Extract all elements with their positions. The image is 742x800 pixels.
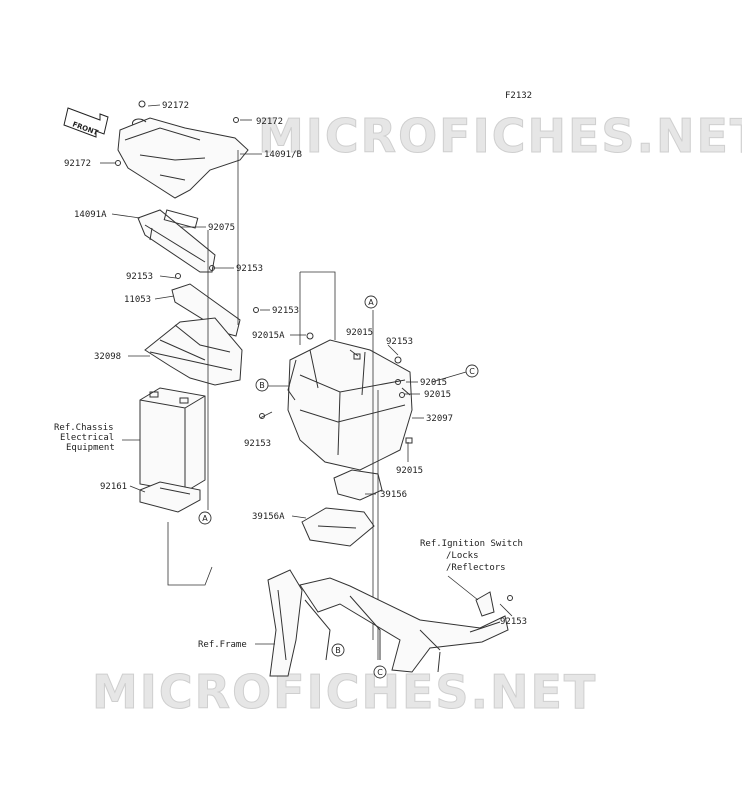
tray-32098 bbox=[144, 317, 243, 386]
ref-ignition-line2: /Locks bbox=[446, 551, 479, 561]
label-11053: 11053 bbox=[124, 295, 151, 305]
pad-39156 bbox=[333, 469, 383, 501]
callout-b-top bbox=[255, 378, 269, 392]
watermark-top: MICROFICHES.NET bbox=[258, 109, 742, 163]
label-92075: 92075 bbox=[208, 223, 235, 233]
frame bbox=[267, 569, 509, 677]
callout-a-top-text: A bbox=[368, 298, 374, 307]
label-32098: 32098 bbox=[94, 352, 121, 362]
label-92015-c: 92015 bbox=[424, 390, 451, 400]
callout-c-bottom bbox=[373, 665, 387, 679]
pad-39156a bbox=[301, 507, 375, 547]
callout-a-top bbox=[364, 295, 378, 309]
fastener-92153-frame bbox=[507, 595, 513, 601]
cover-14091b bbox=[117, 117, 249, 199]
label-92015-d: 92015 bbox=[396, 466, 423, 476]
label-92153-e: 92153 bbox=[244, 439, 271, 449]
bracket-14091a bbox=[137, 209, 216, 273]
label-32097: 32097 bbox=[426, 414, 453, 424]
ref-chassis-line1: Ref.Chassis bbox=[54, 423, 114, 433]
label-92015a: 92015A bbox=[252, 331, 285, 341]
label-92153-b: 92153 bbox=[126, 272, 153, 282]
callout-a-left bbox=[198, 511, 212, 525]
label-14091a: 14091A bbox=[74, 210, 107, 220]
assembly-line bbox=[167, 522, 213, 586]
label-92015-b: 92015 bbox=[420, 378, 447, 388]
ref-ignition-line1: Ref.Ignition Switch bbox=[420, 539, 523, 549]
callout-b-top-text: B bbox=[259, 381, 265, 390]
ref-frame: Ref.Frame bbox=[198, 640, 247, 650]
callout-b-bottom bbox=[331, 643, 345, 657]
fasteners-center bbox=[259, 353, 413, 444]
bracket-11053 bbox=[171, 283, 241, 337]
label-39156: 39156 bbox=[380, 490, 407, 500]
callout-c-bottom-text: C bbox=[377, 668, 383, 677]
callout-c-top-text: C bbox=[469, 367, 475, 376]
label-92172-left: 92172 bbox=[64, 159, 91, 169]
ref-chassis-line2: Electrical bbox=[60, 433, 114, 443]
label-92161: 92161 bbox=[100, 482, 127, 492]
front-arrow-icon: FRONT bbox=[63, 107, 109, 138]
battery bbox=[139, 387, 206, 493]
label-92172-top: 92172 bbox=[162, 101, 189, 111]
label-92172-right: 92172 bbox=[256, 117, 283, 127]
label-92153-c: 92153 bbox=[272, 306, 299, 316]
label-92015-a: 92015 bbox=[346, 328, 373, 338]
callout-a-left-text: A bbox=[202, 514, 208, 523]
case-92161 bbox=[139, 481, 201, 513]
callout-b-bottom-text: B bbox=[335, 646, 341, 655]
figure-code: F2132 bbox=[505, 91, 532, 101]
fasteners-left bbox=[115, 100, 314, 340]
callout-c-top bbox=[465, 364, 479, 378]
label-39156a: 39156A bbox=[252, 512, 285, 522]
watermark-bottom: MICROFICHES.NET bbox=[92, 665, 597, 719]
label-14091b: 14091/B bbox=[264, 150, 302, 160]
ref-chassis-line3: Equipment bbox=[66, 443, 115, 453]
ref-ignition-line3: /Reflectors bbox=[446, 563, 506, 573]
box-32097 bbox=[287, 339, 413, 471]
label-92153-d: 92153 bbox=[386, 337, 413, 347]
pad-92075 bbox=[163, 209, 199, 229]
label-92153-a: 92153 bbox=[236, 264, 263, 274]
label-92153-f: 92153 bbox=[500, 617, 527, 627]
